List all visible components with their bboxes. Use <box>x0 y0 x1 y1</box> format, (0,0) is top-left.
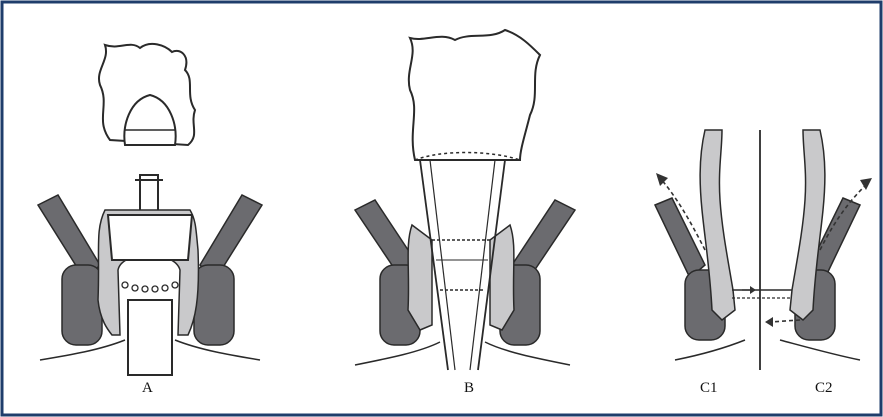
panel-label-c1: C1 <box>700 380 718 397</box>
panel-label-b: B <box>464 380 474 397</box>
panel-label-c2: C2 <box>815 380 833 397</box>
panel-label-a: A <box>142 380 153 397</box>
